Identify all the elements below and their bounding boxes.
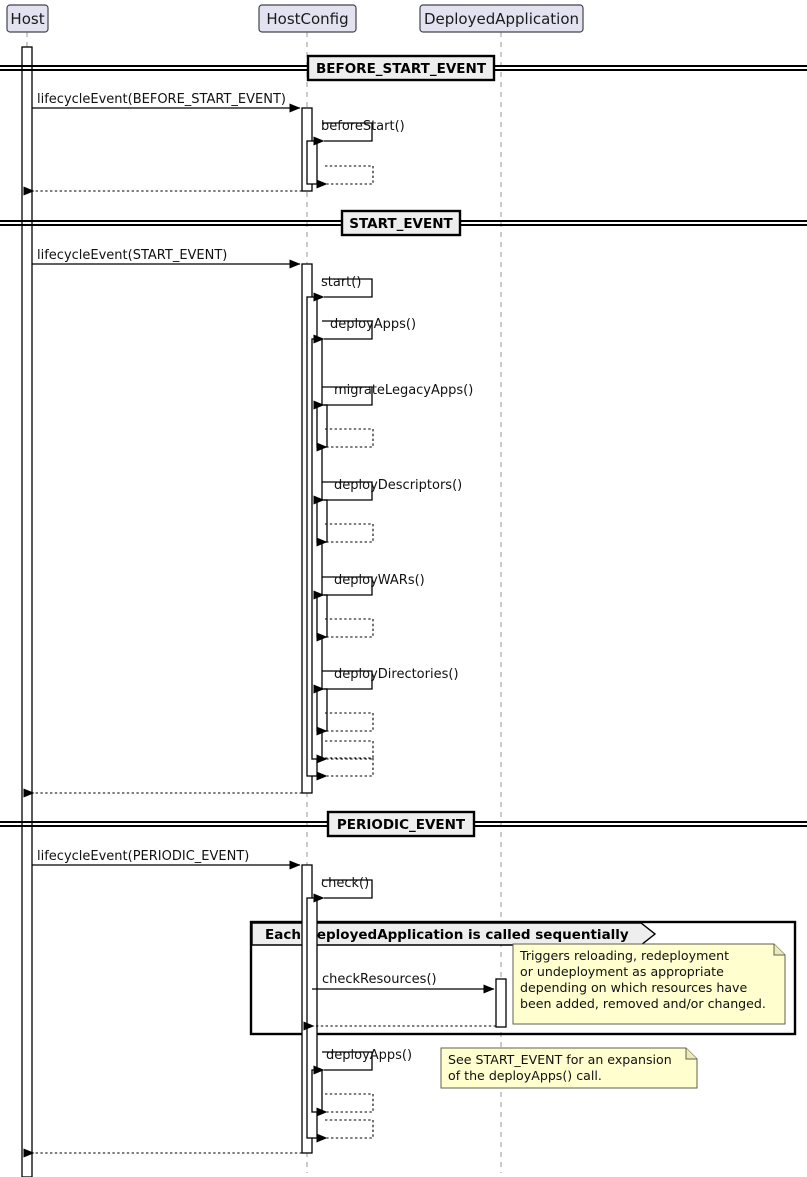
divider-before-start: BEFORE_START_EVENT [0, 54, 807, 82]
activation-a-cfg-3-s1 [306, 897, 318, 1139]
participant-label: DeployedApplication [424, 10, 579, 28]
note-line: See START_EVENT for an expansion [448, 1052, 672, 1067]
participant-host[interactable]: Host [6, 4, 49, 33]
message-m2: beforeStart() [313, 119, 405, 146]
message-label: start() [321, 275, 361, 290]
message-m3 [316, 165, 374, 189]
participant-deployed[interactable]: DeployedApplication [419, 4, 584, 33]
participant-config[interactable]: HostConfig [258, 4, 357, 33]
activation-a-cfg-2-s3 [316, 404, 328, 448]
message-label: beforeStart() [321, 119, 405, 134]
message-label: check() [321, 876, 369, 891]
message-label: lifecycleEvent(START_EVENT) [37, 248, 227, 263]
activation-a-host-main [21, 46, 33, 1177]
message-m25 [316, 1119, 374, 1143]
message-label: migrateLegacyApps() [334, 383, 473, 398]
note-line: depending on which resources have [520, 980, 748, 995]
divider-periodic: PERIODIC_EVENT [0, 810, 807, 838]
activation-a-cfg-2-s6 [316, 688, 328, 732]
dividers-group: BEFORE_START_EVENT START_EVENT PERIODIC_EV… [0, 54, 807, 838]
activation-a-cfg-2-s5 [316, 594, 328, 638]
message-m11 [316, 523, 374, 547]
message-label: deployDescriptors() [334, 478, 462, 493]
message-m19: lifecycleEvent(PERIODIC_EVENT) [32, 849, 301, 870]
divider-start: START_EVENT [0, 209, 807, 237]
message-m6: start() [313, 275, 373, 302]
group-frames: Each DeployedApplication is called seque… [249, 920, 797, 1036]
message-m15 [316, 712, 374, 736]
participant-label: Host [10, 10, 44, 28]
participant-label: HostConfig [266, 10, 348, 28]
note-line: of the deployApps() call. [448, 1068, 602, 1083]
lifelines-group [26, 32, 502, 1173]
participants-group: Host HostConfig DeployedApplication [6, 4, 584, 33]
activation-a-cfg-3-s2 [311, 1069, 323, 1113]
divider-label: BEFORE_START_EVENT [316, 61, 487, 77]
note-line: or undeployment as appropriate [520, 964, 724, 979]
message-label: lifecycleEvent(BEFORE_START_EVENT) [37, 92, 286, 107]
message-label: checkResources() [322, 972, 437, 987]
message-m14: deployDirectories() [313, 667, 459, 694]
activation-a-dep-1 [495, 978, 507, 1028]
message-m9 [316, 428, 374, 452]
message-label: deployApps() [326, 1048, 412, 1063]
group-label: Each DeployedApplication is called seque… [265, 927, 629, 943]
message-label: deployWARs() [334, 573, 425, 588]
message-m13 [316, 618, 374, 642]
group-frame-each-deployed-app: Each DeployedApplication is called seque… [249, 920, 797, 1036]
divider-label: PERIODIC_EVENT [337, 817, 466, 833]
message-label: lifecycleEvent(PERIODIC_EVENT) [37, 849, 249, 864]
note-line: Triggers reloading, redeployment [519, 948, 729, 963]
divider-label: START_EVENT [349, 216, 453, 232]
activation-a-cfg-2-s4 [316, 499, 328, 543]
message-m5: lifecycleEvent(START_EVENT) [32, 248, 301, 269]
message-m7: deployApps() [313, 317, 416, 344]
message-label: deployApps() [330, 317, 416, 332]
message-m12: deployWARs() [313, 573, 425, 600]
message-m8: migrateLegacyApps() [313, 383, 473, 410]
activation-a-cfg-1-self [306, 140, 318, 185]
message-m16 [316, 740, 374, 764]
note-line: been added, removed and/or changed. [520, 996, 766, 1011]
message-m21: checkResources() [312, 972, 495, 994]
message-m1: lifecycleEvent(BEFORE_START_EVENT) [32, 92, 301, 113]
message-m17 [316, 757, 374, 781]
message-m23: deployApps() [313, 1048, 412, 1075]
messages-group: lifecycleEvent(BEFORE_START_EVENT)before… [23, 92, 496, 1158]
message-m20: check() [313, 876, 373, 903]
message-m10: deployDescriptors() [313, 478, 462, 505]
message-label: deployDirectories() [334, 667, 459, 682]
message-m24 [316, 1093, 374, 1117]
